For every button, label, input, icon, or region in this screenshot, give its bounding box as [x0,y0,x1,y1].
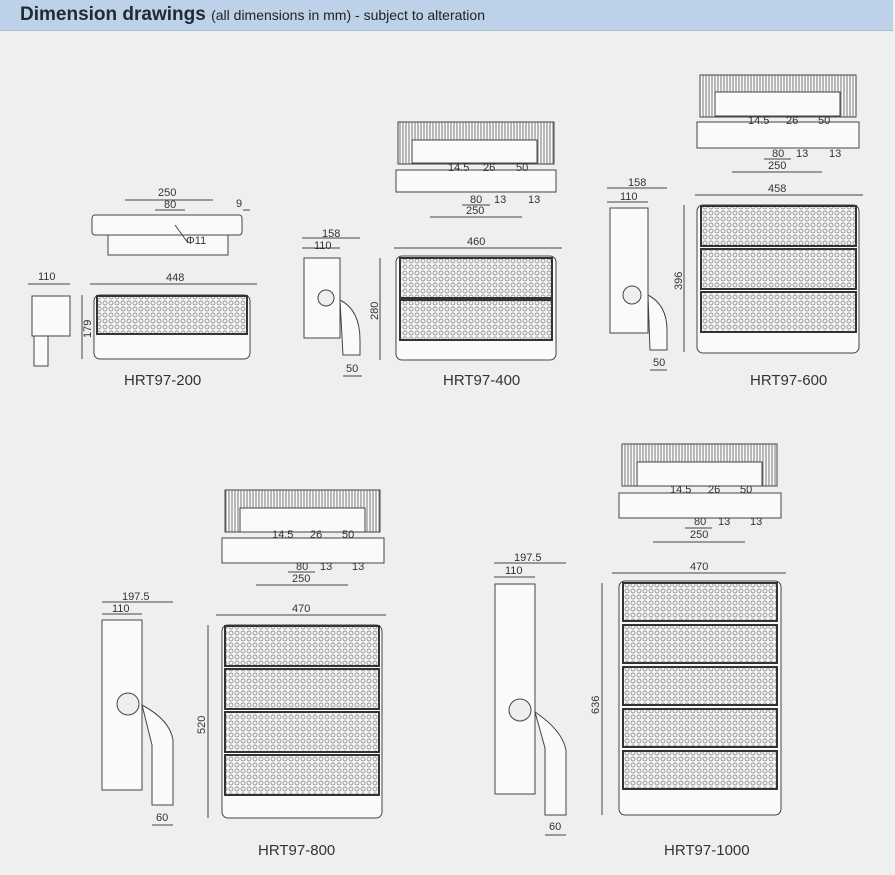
dim-600-height: 396 [673,271,685,290]
dim-200-depth: 110 [38,271,56,283]
dim-400-13b: 13 [528,194,541,206]
dim-600-width: 458 [768,183,787,195]
dim-400-13a: 13 [494,194,507,206]
dim-400-14-5: 14.5 [448,162,470,174]
dim-600-13a: 13 [796,148,809,160]
dim-800-13a: 13 [320,561,333,573]
dim-800-total: 197.5 [122,591,150,603]
dim-800-height: 520 [196,715,208,734]
dim-1000-height: 636 [590,695,602,714]
dim-1000-26: 26 [708,484,721,496]
hrt97-600-side-view [607,187,668,371]
dim-1000-depth: 110 [505,565,523,577]
dim-400-26: 26 [483,162,496,174]
dim-200-9: 9 [236,198,243,210]
dim-800-depth: 110 [112,603,130,615]
hrt97-1000-side-view [494,562,567,836]
page-title: Dimension drawings (all dimensions in mm… [20,4,485,25]
dim-400-bracket: 50 [346,363,359,375]
dim-800-13b: 13 [352,561,365,573]
dim-600-26: 26 [786,115,799,127]
dim-1000-total: 197.5 [514,552,542,564]
dim-600-total: 158 [628,177,647,189]
dim-600-14-5: 14.5 [748,115,770,127]
hrt97-800-top-view [221,489,385,586]
model-label-hrt97-800: HRT97-800 [258,842,336,859]
dim-1000-250: 250 [690,529,709,541]
dim-800-14-5: 14.5 [272,529,294,541]
dim-200-250: 250 [158,187,177,199]
model-label-hrt97-600: HRT97-600 [750,372,828,389]
dim-400-50: 50 [516,162,529,174]
dim-200-height: 179 [82,319,94,338]
hrt97-600-top-view [696,74,860,173]
dim-200-hole: Φ11 [186,235,207,247]
dim-400-depth: 110 [314,240,332,252]
page-subtitle: (all dimensions in mm) - subject to alte… [211,7,485,23]
dim-400-250: 250 [466,205,485,217]
hrt97-600-front-view [683,194,863,354]
dim-800-26: 26 [310,529,323,541]
dim-200-80: 80 [164,199,177,211]
hrt97-1000-front-view [601,572,786,816]
dim-600-250: 250 [768,160,787,172]
model-label-hrt97-200: HRT97-200 [124,372,202,389]
model-label-hrt97-1000: HRT97-1000 [664,842,750,859]
dim-600-bracket: 50 [653,357,666,369]
dim-800-bracket: 60 [156,812,169,824]
dim-400-total: 158 [322,228,341,240]
hrt97-200-top-view [91,199,250,256]
dim-1000-50: 50 [740,484,753,496]
dim-800-width: 470 [292,603,311,615]
hrt97-800-side-view [101,601,174,826]
dim-600-13b: 13 [829,148,842,160]
hrt97-800-front-view [207,614,386,819]
dim-1000-bracket: 60 [549,821,562,833]
dim-600-80: 80 [772,148,785,160]
dim-800-50: 50 [342,529,355,541]
dim-200-width: 448 [166,272,185,284]
dim-1000-80: 80 [694,516,707,528]
hrt97-400-side-view [302,237,362,377]
dim-800-250: 250 [292,573,311,585]
hrt97-400-top-view [395,121,557,218]
dim-1000-13a: 13 [718,516,731,528]
dim-1000-13b: 13 [750,516,763,528]
section-header: Dimension drawings (all dimensions in mm… [0,0,893,31]
dim-1000-width: 470 [690,561,709,573]
dim-400-80: 80 [470,194,483,206]
dim-600-depth: 110 [620,191,638,203]
hrt97-200-front-view [81,283,257,360]
dim-400-height: 280 [369,301,381,320]
dim-400-width: 460 [467,236,486,248]
model-label-hrt97-400: HRT97-400 [443,372,521,389]
dim-800-80: 80 [296,561,309,573]
dim-1000-14-5: 14.5 [670,484,692,496]
hrt97-1000-top-view [618,443,782,543]
hrt97-200-side-view [28,283,71,367]
dim-600-50: 50 [818,115,831,127]
hrt97-400-front-view [379,247,562,361]
